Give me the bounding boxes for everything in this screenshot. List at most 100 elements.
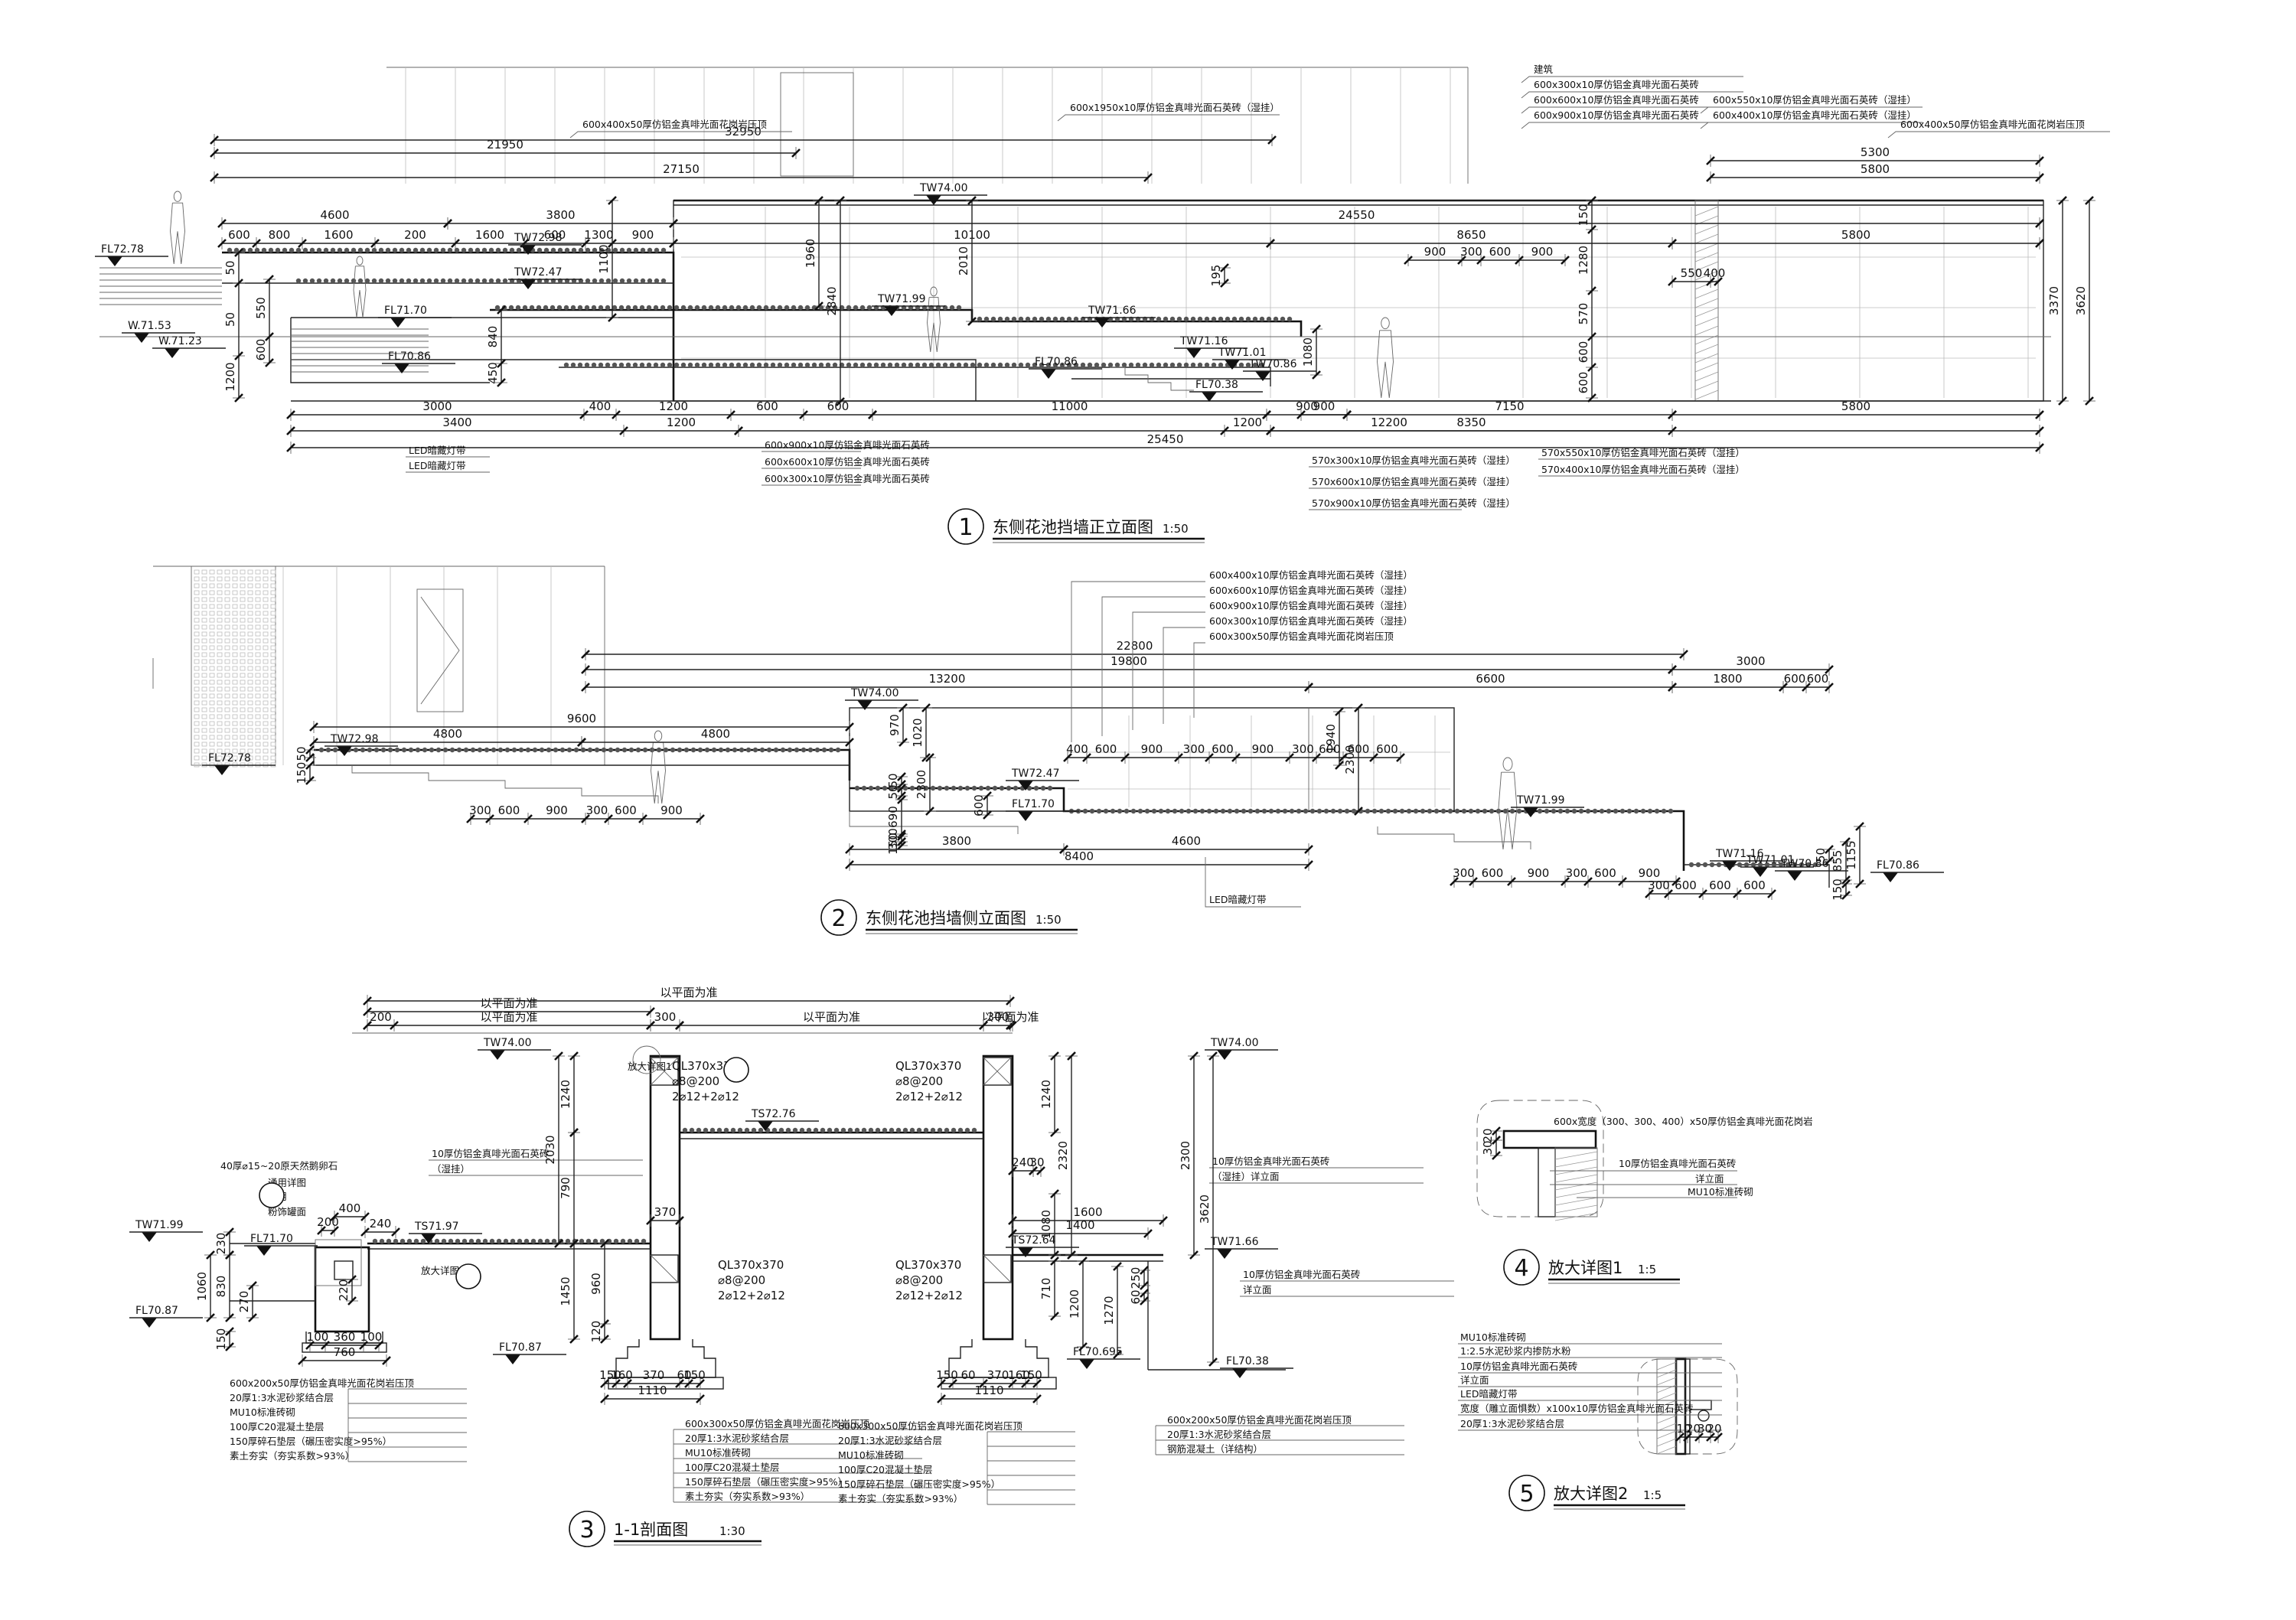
- line: [1656, 1430, 1677, 1439]
- planting-dot: [516, 247, 522, 253]
- material-note: 570x400x10厚仿铝金真啡光面石英砖（湿挂）: [1541, 464, 1745, 475]
- brick-pattern: [217, 666, 223, 671]
- brick-pattern: [209, 590, 215, 595]
- level-marker: [1018, 811, 1033, 821]
- dimension-value: 400: [589, 399, 612, 413]
- rect: [649, 1054, 681, 1341]
- line: [1668, 239, 1677, 248]
- planting-dot: [923, 785, 929, 791]
- planting-dot: [1211, 316, 1217, 322]
- line: [979, 1021, 988, 1030]
- brick-pattern: [263, 611, 269, 616]
- brick-pattern: [232, 735, 238, 740]
- line: [497, 359, 506, 368]
- planting-dot: [639, 305, 645, 311]
- planting-dot: [744, 1127, 750, 1133]
- planting-dot: [1245, 316, 1251, 322]
- planting-dot: [1190, 362, 1196, 368]
- line: [1587, 393, 1596, 403]
- planting-dot: [275, 247, 281, 253]
- brick-pattern: [240, 618, 246, 623]
- line: [669, 219, 678, 228]
- brick-pattern: [240, 707, 246, 712]
- line: [967, 196, 977, 205]
- level-marker: [142, 1318, 157, 1328]
- planting-dot: [703, 1127, 709, 1133]
- planting-dot: [1183, 316, 1189, 322]
- planting-dot: [400, 1238, 406, 1244]
- line: [1554, 1174, 1598, 1183]
- planting-dot: [394, 747, 400, 753]
- planting-dot: [413, 278, 419, 284]
- planting-dot: [1502, 808, 1508, 814]
- dimension-value: 600: [972, 794, 986, 817]
- brick-pattern: [217, 652, 223, 657]
- planting-dot: [909, 1127, 915, 1133]
- planting-dot: [997, 316, 1003, 322]
- material-note: 详立面: [1243, 1284, 1272, 1296]
- brick-pattern: [201, 700, 207, 706]
- line: [1396, 753, 1405, 762]
- brick-pattern: [209, 728, 215, 733]
- view-title: 放大详图1: [1548, 1259, 1623, 1277]
- planting-dot: [233, 247, 240, 253]
- planting-dot: [894, 362, 900, 368]
- planting-dot: [1287, 316, 1293, 322]
- planting-dot: [268, 247, 274, 253]
- planting-dot: [419, 247, 426, 253]
- dimension-value: 300: [1453, 866, 1475, 880]
- dimension-value: 900: [1424, 245, 1446, 259]
- line: [1618, 877, 1627, 886]
- planting-dot: [704, 747, 710, 753]
- brick-pattern: [194, 583, 200, 588]
- dimension-value: 370: [987, 1368, 1009, 1382]
- planting-dot: [1025, 362, 1031, 368]
- dimension-value: 5800: [1841, 228, 1870, 242]
- planting-dot: [227, 247, 233, 253]
- brick-pattern: [224, 583, 230, 588]
- line: [1668, 426, 1677, 435]
- planting-dot: [433, 278, 439, 284]
- planting-dot: [784, 362, 790, 368]
- planting-dot: [440, 278, 446, 284]
- brick-pattern: [247, 686, 253, 692]
- planting-dot: [1557, 808, 1564, 814]
- person-head: [173, 191, 182, 202]
- planting-dot: [625, 305, 631, 311]
- line: [1008, 1379, 1017, 1388]
- line: [577, 738, 586, 747]
- line: [1050, 1312, 1059, 1321]
- planting-dot: [584, 305, 590, 311]
- brick-pattern: [217, 686, 223, 692]
- material-note: 钢筋混凝土（详结构）: [1167, 1443, 1263, 1455]
- planting-dot: [971, 1127, 977, 1133]
- planting-dot: [503, 1238, 509, 1244]
- planting-dot: [515, 305, 521, 311]
- planting-dot: [598, 247, 605, 253]
- brick-pattern: [247, 721, 253, 726]
- line: [1143, 173, 1153, 182]
- planting-dot: [1039, 316, 1045, 322]
- brick-pattern: [247, 666, 253, 671]
- planting-dot: [1172, 808, 1178, 814]
- level-label: FL71.70: [250, 1233, 293, 1245]
- material-note: 40厚⌀15~20原天然鹅卵石: [220, 1160, 338, 1172]
- line: [1694, 261, 1719, 272]
- polyline: [1132, 611, 1205, 730]
- dimension-value: 900: [1639, 866, 1661, 880]
- line: [360, 1212, 370, 1221]
- brick-pattern: [194, 659, 200, 664]
- planting-dot: [821, 747, 827, 753]
- planting-dot: [825, 305, 831, 311]
- planting-dot: [325, 747, 331, 753]
- brick-pattern: [201, 686, 207, 692]
- brick-pattern: [255, 728, 261, 733]
- level-label: TW74.00: [919, 182, 967, 194]
- planting-dot: [667, 362, 673, 368]
- planting-dot: [859, 362, 866, 368]
- dimension-value: 1240: [1039, 1080, 1053, 1109]
- line: [899, 738, 908, 747]
- line: [569, 1051, 579, 1061]
- rect: [650, 1254, 679, 1283]
- brick-pattern: [255, 597, 261, 602]
